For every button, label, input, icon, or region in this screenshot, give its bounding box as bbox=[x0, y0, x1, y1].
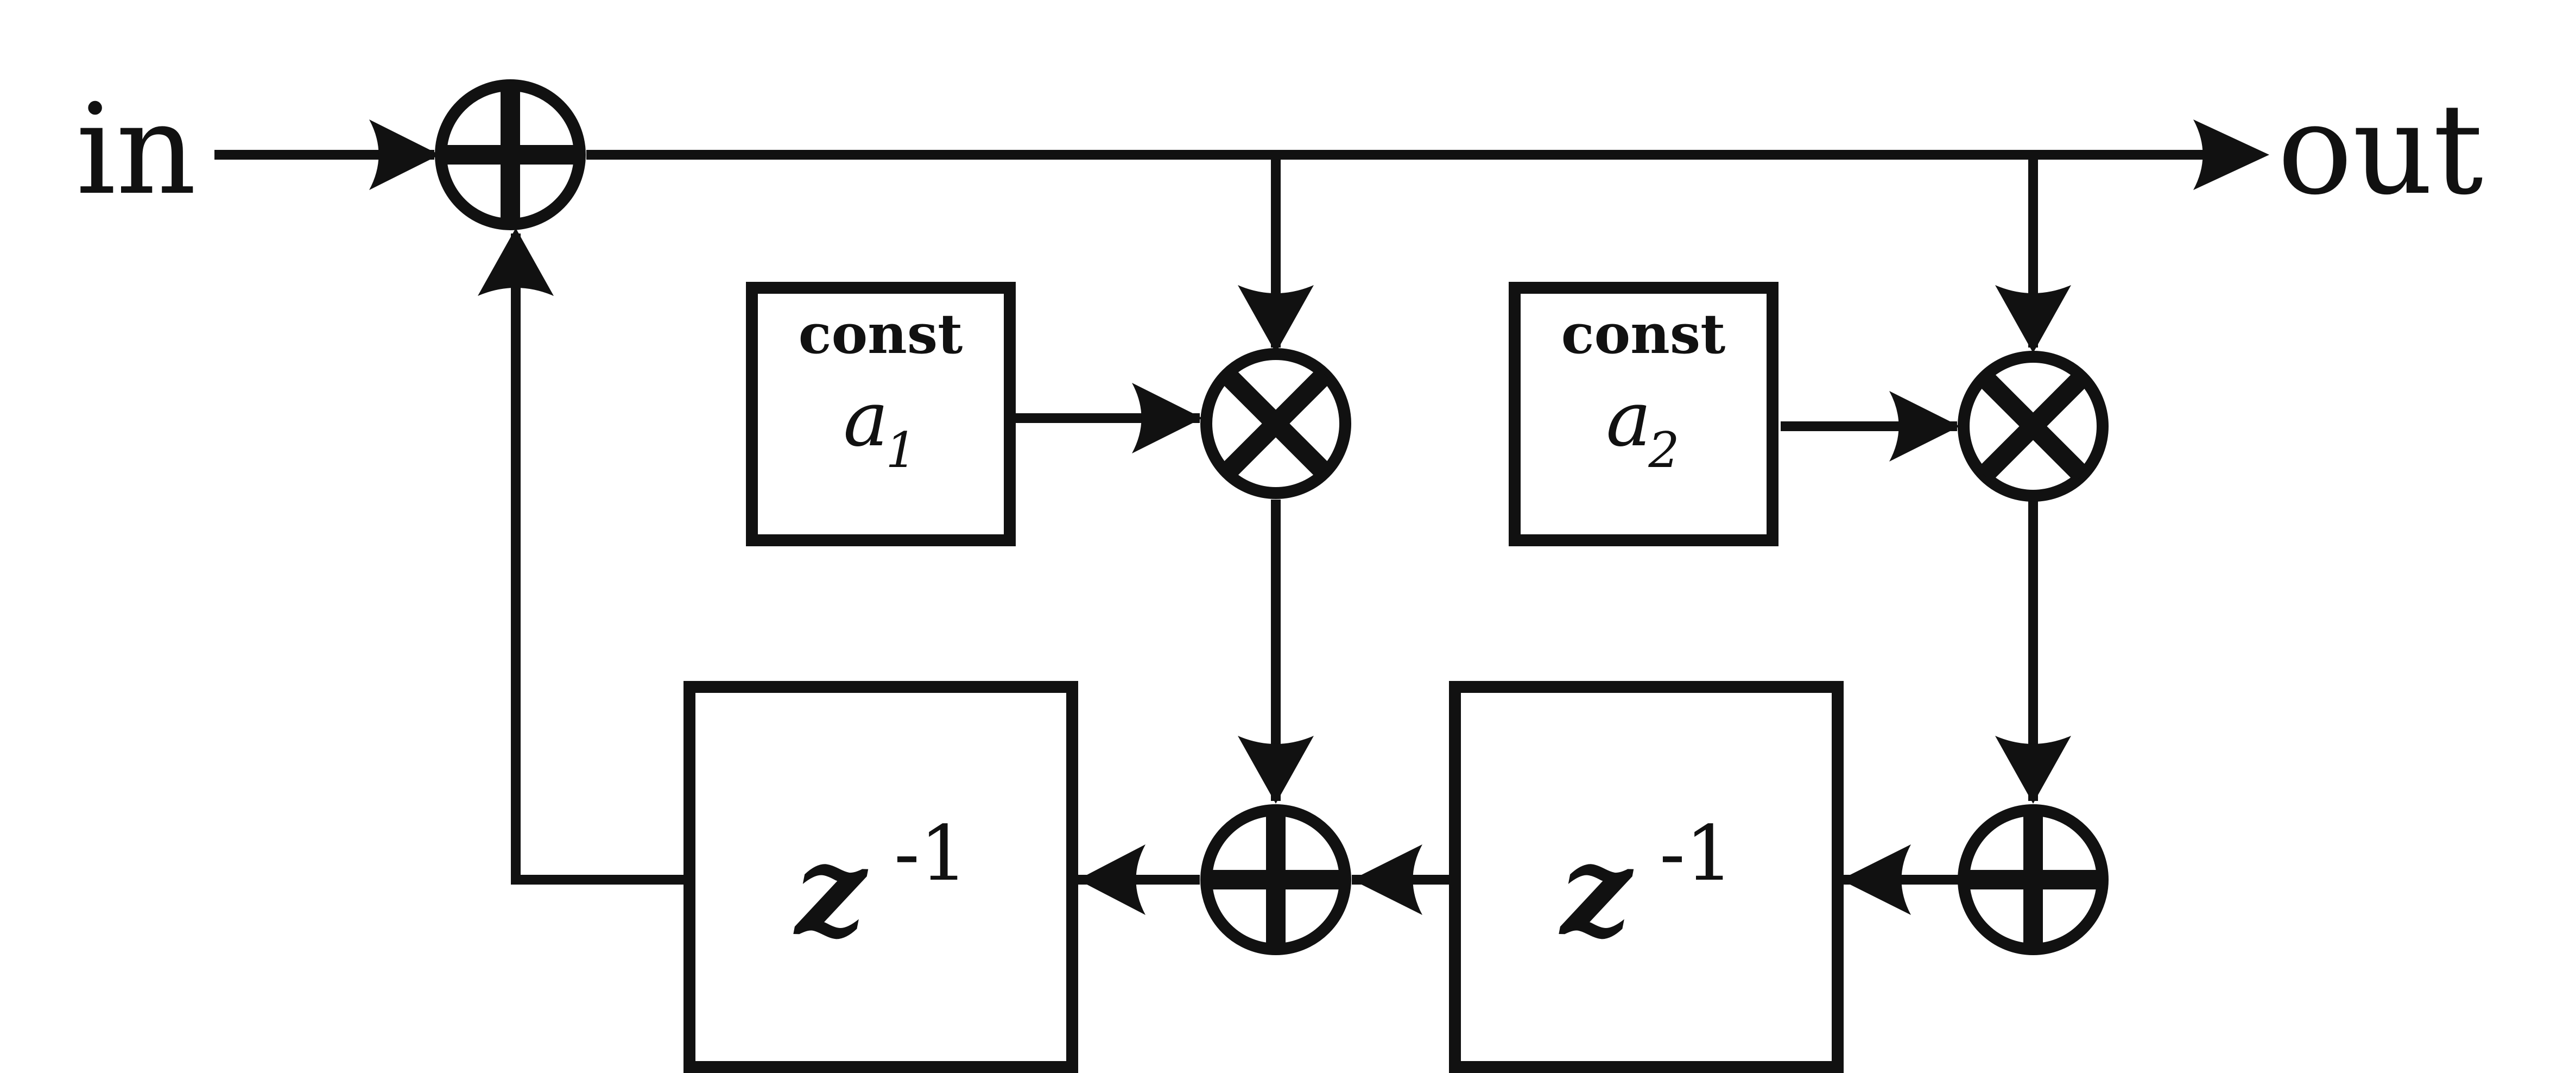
arrowhead-mult1-in bbox=[1238, 285, 1314, 353]
coef-subscript-a2: 2 bbox=[1648, 422, 1679, 479]
arrowhead-adder3-in bbox=[1995, 736, 2071, 804]
delay-box-2: z -1 bbox=[1449, 681, 1844, 1073]
delay-base-2: z bbox=[1559, 817, 1634, 964]
adder-right bbox=[1958, 804, 2109, 955]
adder-middle bbox=[1200, 804, 1351, 955]
output-label: out bbox=[2277, 78, 2483, 223]
arrowhead-a2 bbox=[1889, 391, 1960, 462]
arrowhead-to-adder2 bbox=[1352, 844, 1422, 915]
delay-box-1: z -1 bbox=[683, 681, 1078, 1073]
const-label-a1: const bbox=[799, 302, 963, 366]
delay-exponent-2: -1 bbox=[1660, 810, 1733, 898]
input-label: in bbox=[76, 78, 197, 223]
arrowhead-to-z1 bbox=[1078, 844, 1145, 915]
coef-symbol-a2: a bbox=[1606, 375, 1651, 464]
wire-feedback bbox=[511, 233, 687, 885]
coef-subscript-a1: 1 bbox=[885, 422, 916, 479]
const-label-a2: const bbox=[1561, 302, 1726, 366]
arrowhead-in bbox=[369, 119, 440, 190]
delay-exponent-1: -1 bbox=[894, 810, 968, 898]
arrowhead-mult2-in bbox=[1995, 285, 2071, 353]
delay-base-1: z bbox=[793, 817, 869, 964]
multiplier-1 bbox=[1200, 348, 1351, 499]
const-box-a2: const a 2 bbox=[1509, 282, 1778, 546]
const-box-a1: const a 1 bbox=[746, 282, 1016, 546]
arrowhead-out bbox=[2193, 119, 2269, 190]
coef-symbol-a1: a bbox=[843, 375, 888, 464]
adder-input bbox=[435, 79, 586, 230]
multiplier-2 bbox=[1958, 351, 2109, 502]
arrowhead-adder2-in bbox=[1238, 736, 1314, 804]
arrowhead-a1 bbox=[1132, 383, 1202, 453]
arrowhead-to-z2 bbox=[1840, 844, 1911, 915]
arrowhead-feedback bbox=[478, 228, 554, 296]
